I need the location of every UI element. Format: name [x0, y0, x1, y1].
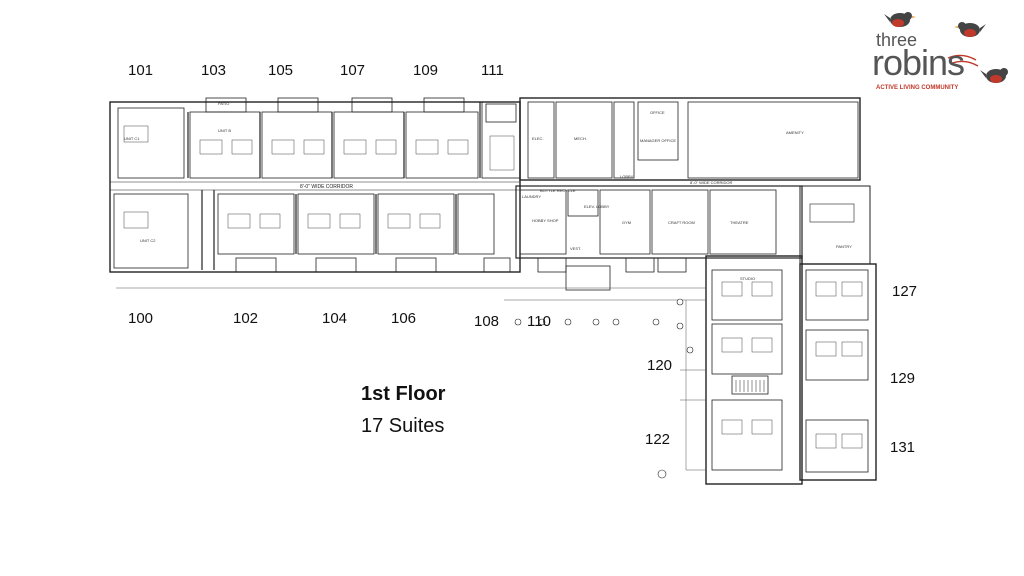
- plan-label-unit-c1: UNIT C1: [124, 136, 140, 141]
- suite-number-122: 122: [645, 431, 671, 448]
- plan-label-unit-c2: UNIT C2: [140, 238, 156, 243]
- suite-number-104: 104: [322, 310, 348, 327]
- suite-number-108: 108: [474, 313, 500, 330]
- plan-label-patio: PATIO: [218, 101, 229, 106]
- plan-label-office: OFFICE: [650, 110, 665, 115]
- plan-label-craft-room: CRAFT ROOM: [668, 220, 695, 225]
- logo-tagline: ACTIVE LIVING COMMUNITY: [876, 85, 959, 91]
- suite-number-109: 109: [413, 62, 439, 79]
- floor-title: 1st Floor: [361, 383, 446, 405]
- suite-number-107: 107: [340, 62, 366, 79]
- plan-label-elev-lobby: ELEV. LOBBY: [584, 204, 610, 209]
- plan-label-bottle-recycle: BOTTLE RECYCLE: [540, 188, 576, 193]
- suite-number-110: 110: [527, 313, 551, 330]
- robin-bird-icon: [884, 12, 1008, 83]
- plan-label-studio: STUDIO: [740, 276, 755, 281]
- suite-number-131: 131: [890, 439, 916, 456]
- plan-label-corridor-east: 8'-0" WIDE CORRIDOR: [690, 180, 733, 185]
- logo-word-three: three: [876, 30, 918, 50]
- suite-number-120: 120: [647, 357, 673, 374]
- plan-label-amenity: AMENITY: [786, 130, 804, 135]
- plan-label-pantry: PANTRY: [836, 244, 852, 249]
- suite-number-102: 102: [233, 310, 259, 327]
- suite-number-106: 106: [391, 310, 417, 327]
- suite-number-129: 129: [890, 370, 916, 387]
- suite-number-101: 101: [128, 62, 154, 79]
- plan-label-elec: ELEC.: [532, 136, 544, 141]
- suite-number-127: 127: [892, 283, 918, 300]
- plan-label-gym: GYM: [622, 220, 631, 225]
- plan-label-unit-b: UNIT B: [218, 128, 231, 133]
- plan-label-corridor: 8'-0" WIDE CORRIDOR: [300, 184, 353, 190]
- suite-number-103: 103: [201, 62, 227, 79]
- logo-word-robins: robins: [872, 42, 965, 83]
- suite-number-105: 105: [268, 62, 294, 79]
- plan-label-manager-office: MANAGER OFFICE: [640, 138, 676, 143]
- plan-label-theatre: THEATRE: [730, 220, 749, 225]
- plan-label-mech: MECH.: [574, 136, 587, 141]
- plan-label-lobby: LOBBY: [620, 174, 634, 179]
- plan-label-vest: VEST.: [570, 246, 581, 251]
- plan-label-hobby-shop: HOBBY SHOP: [532, 218, 559, 223]
- plan-label-laundry: LAUNDRY: [522, 194, 541, 199]
- suite-count: 17 Suites: [361, 415, 445, 437]
- suite-number-100: 100: [128, 310, 154, 327]
- suite-number-111: 111: [481, 62, 504, 79]
- three-robins-logo: three robins ACTIVE LIVING COMMUNITY: [866, 8, 1016, 94]
